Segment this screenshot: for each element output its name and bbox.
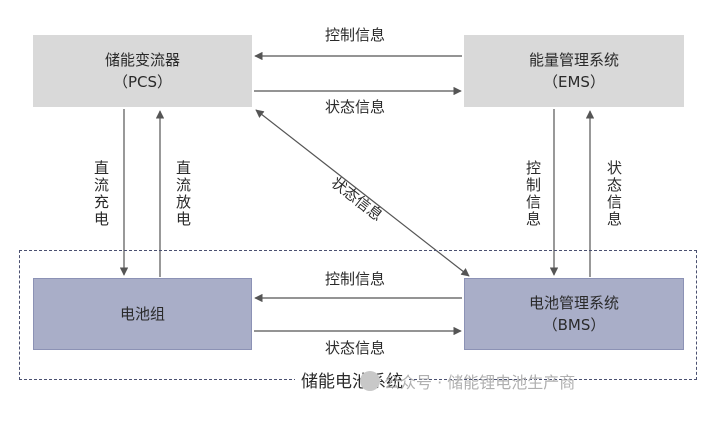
battery-pack-node: 电池组 <box>33 278 252 350</box>
pcs-name: 储能变流器 <box>104 51 180 69</box>
label-ems-to-bms: 控制信息 <box>524 160 542 228</box>
bms-node: 电池管理系统 （BMS） <box>464 278 684 350</box>
ems-node: 能量管理系统 （EMS） <box>464 35 684 107</box>
label-battery-to-pcs: 直流放电 <box>174 160 192 228</box>
bms-abbr: （BMS） <box>542 316 606 334</box>
watermark: 公众号 · 储能锂电池生产商 <box>360 369 575 393</box>
battery-name: 电池组 <box>119 305 165 323</box>
label-battery-to-bms: 状态信息 <box>325 339 386 357</box>
wechat-icon <box>360 371 380 391</box>
ems-abbr: （EMS） <box>543 73 605 91</box>
label-ems-to-pcs: 控制信息 <box>325 26 386 44</box>
label-bms-to-battery: 控制信息 <box>325 270 386 288</box>
bms-name: 电池管理系统 <box>528 294 619 312</box>
arrow-pcs-bms-diagonal <box>255 109 470 277</box>
watermark-text: 公众号 · 储能锂电池生产商 <box>384 373 576 392</box>
label-bms-to-ems: 状态信息 <box>605 160 623 228</box>
label-pcs-to-battery: 直流充电 <box>92 160 110 228</box>
label-pcs-to-ems: 状态信息 <box>325 98 386 116</box>
ems-name: 能量管理系统 <box>528 51 619 69</box>
pcs-node: 储能变流器 （PCS） <box>33 35 252 107</box>
pcs-abbr: （PCS） <box>112 73 173 91</box>
